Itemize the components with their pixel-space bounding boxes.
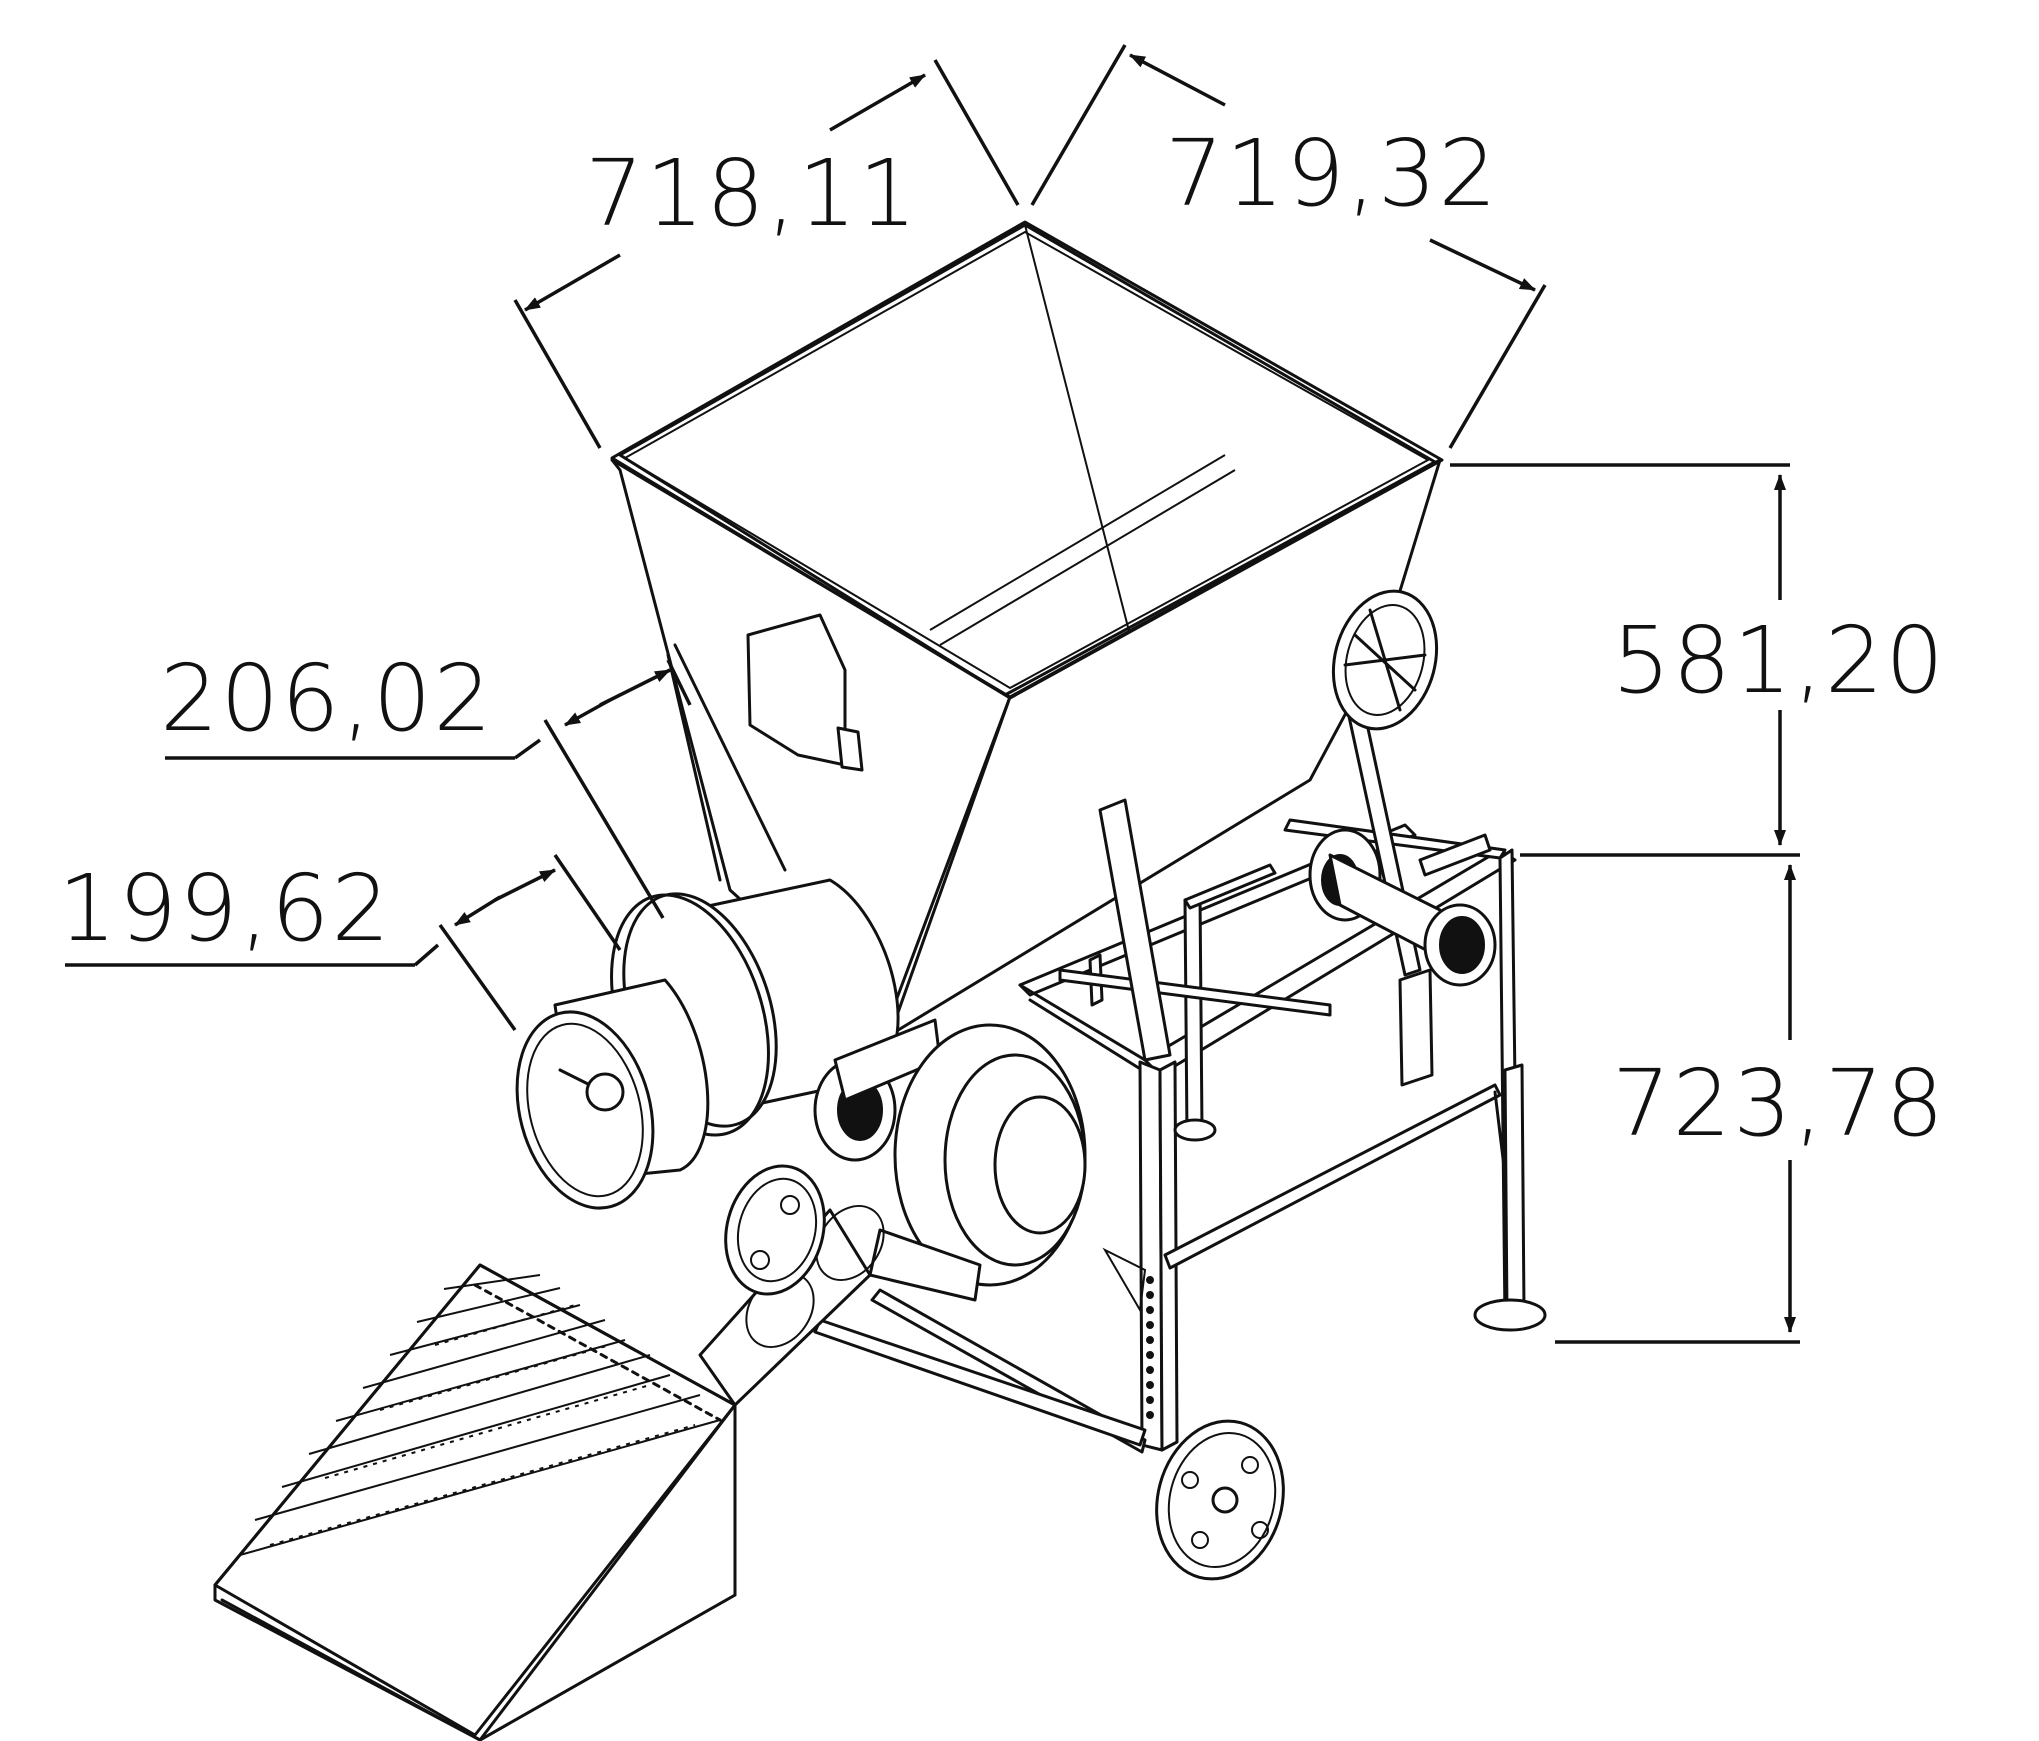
dimension-hopper-left: 718,11: [513, 59, 1020, 449]
dimension-height-hopper: 581,20: [1450, 463, 1946, 857]
sorting-ramp: [213, 1263, 737, 1741]
wheel-front: [1155, 1419, 1285, 1581]
dim-label-723: 723,78: [1612, 1050, 1946, 1157]
dimension-outer-ring: 206,02: [160, 645, 692, 919]
dimension-outlet: 199,62: [58, 854, 622, 1032]
pulley-wheel: [1331, 589, 1439, 731]
hopper: [610, 220, 1444, 1037]
dim-label-719: 719,32: [1165, 120, 1499, 227]
motor-left: [813, 1018, 942, 1162]
wheel-back: [724, 1164, 826, 1296]
dimension-height-frame: 723,78: [1555, 864, 1946, 1344]
motor-right: [1308, 828, 1497, 1087]
dim-label-206: 206,02: [160, 645, 494, 752]
dim-label-581: 581,20: [1612, 607, 1946, 714]
outlet-cylinder: [515, 878, 900, 1210]
blower: [868, 1023, 1087, 1302]
dimension-hopper-right: 719,32: [1030, 44, 1547, 449]
leg-holes: [1146, 1276, 1154, 1419]
dim-label-199: 199,62: [58, 855, 392, 962]
dim-label-718: 718,11: [585, 140, 919, 247]
